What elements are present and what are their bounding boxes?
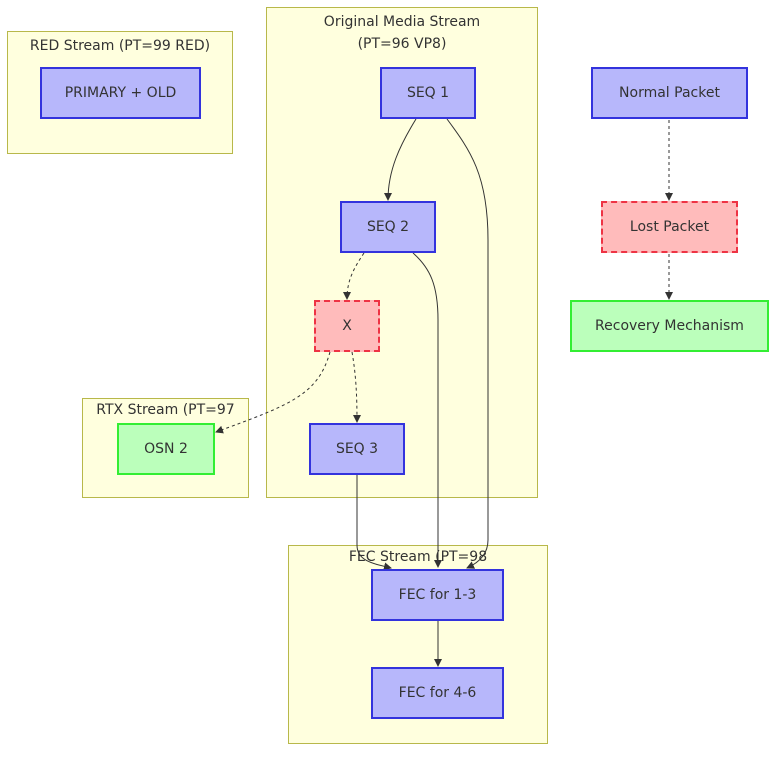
legend-lost-packet: Lost Packet xyxy=(601,201,738,253)
fec-1-3-node: FEC for 1-3 xyxy=(371,569,504,621)
seq3-node: SEQ 3 xyxy=(309,423,405,475)
red-stream-title: RED Stream (PT=99 RED) xyxy=(29,38,211,54)
lost-x-node: X xyxy=(314,300,380,352)
legend-recovery-mechanism: Recovery Mechanism xyxy=(570,300,769,352)
seq1-node: SEQ 1 xyxy=(380,67,476,119)
primary-old-node: PRIMARY + OLD xyxy=(40,67,201,119)
legend-normal-packet: Normal Packet xyxy=(591,67,748,119)
fec-stream-title: FEC Stream (PT=98 xyxy=(348,549,488,565)
original-media-stream-title: Original Media Stream (PT=96 VP8) xyxy=(323,14,481,52)
seq2-node: SEQ 2 xyxy=(340,201,436,253)
osn2-node: OSN 2 xyxy=(117,423,215,475)
fec-4-6-node: FEC for 4-6 xyxy=(371,667,504,719)
